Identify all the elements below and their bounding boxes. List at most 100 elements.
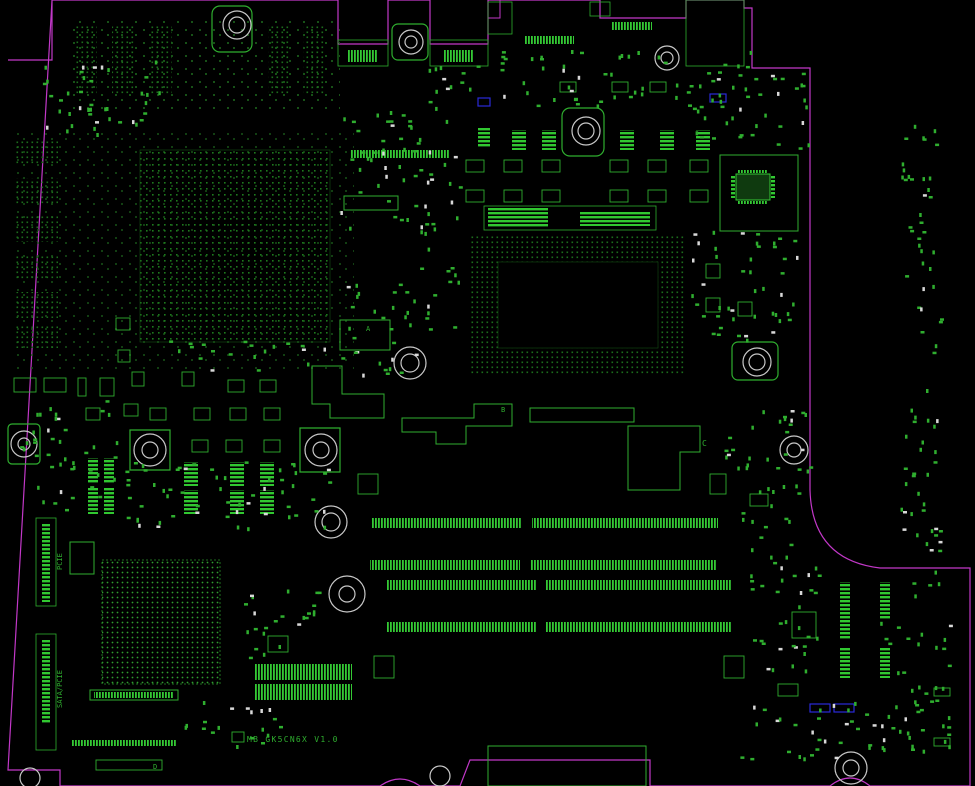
smd-part — [732, 85, 735, 90]
smd-part — [33, 438, 38, 441]
smd-part — [133, 462, 138, 465]
smd-part — [900, 507, 903, 512]
connector — [444, 50, 474, 62]
smd-part — [689, 85, 694, 88]
smd-part — [358, 167, 362, 172]
marker-b: B — [501, 406, 505, 414]
smd-part — [941, 686, 945, 691]
smd-part — [389, 120, 394, 123]
smd-part — [915, 704, 920, 707]
top-chip-column-group — [75, 26, 325, 96]
smd-part — [25, 441, 29, 446]
smd-part — [82, 65, 85, 70]
smd-part — [800, 448, 805, 452]
smd-part — [47, 428, 50, 433]
connector-outline — [337, 39, 389, 67]
smd-part — [922, 749, 926, 754]
smd-part — [750, 757, 755, 761]
smd-part — [127, 496, 132, 500]
smd-part — [357, 291, 361, 296]
smd-part — [891, 727, 896, 730]
smd-part — [448, 181, 452, 186]
smd-part — [751, 548, 754, 553]
smd-part — [195, 511, 200, 514]
smd-part — [756, 233, 761, 236]
smd-part — [712, 230, 716, 235]
smd-part — [817, 574, 822, 577]
smd-part — [744, 87, 748, 92]
smd-part — [580, 51, 584, 55]
smd-part — [261, 727, 264, 732]
smd-part — [414, 353, 419, 357]
smd-part — [65, 508, 69, 512]
smd-part — [809, 466, 814, 469]
smd-part — [530, 57, 534, 62]
smd-part — [773, 241, 776, 246]
smd-part — [746, 338, 749, 343]
smd-part — [382, 151, 385, 156]
smd-part — [108, 117, 111, 122]
smd-part — [358, 191, 363, 194]
smd-part — [750, 133, 755, 137]
connector-outline — [589, 1, 611, 17]
smd-part — [343, 117, 346, 122]
smd-part — [943, 739, 947, 744]
smd-part — [78, 106, 82, 111]
smd-part — [34, 454, 39, 458]
smd-part — [261, 742, 265, 745]
smd-part — [428, 150, 432, 155]
smd-part — [780, 578, 784, 583]
smd-part — [235, 510, 239, 515]
smd-part — [784, 620, 788, 625]
smd-part — [59, 490, 63, 495]
smd-part — [932, 250, 935, 255]
smd-part — [910, 229, 915, 233]
smd-part — [20, 446, 25, 449]
smd-part — [935, 645, 938, 650]
smd-part — [807, 143, 810, 148]
smd-part — [746, 463, 749, 468]
smd-part — [618, 55, 621, 60]
smd-part — [771, 668, 775, 673]
smd-part — [53, 502, 58, 505]
smd-part — [59, 462, 62, 467]
smd-part — [834, 756, 839, 760]
smd-part — [727, 306, 730, 311]
smd-part — [73, 465, 76, 470]
outline-region — [343, 195, 399, 211]
smd-part — [443, 162, 447, 167]
smd-part — [56, 417, 61, 421]
smd-part — [428, 100, 433, 104]
smd-part — [226, 501, 231, 504]
smd-part — [39, 412, 42, 417]
marker-c: C — [702, 439, 707, 448]
smd-part — [922, 287, 925, 292]
smd-part — [249, 344, 254, 347]
smd-part — [414, 204, 419, 208]
smd-part — [919, 708, 924, 712]
smd-part — [692, 258, 695, 263]
smd-part — [351, 120, 356, 124]
smd-part — [798, 605, 801, 610]
smd-part — [500, 68, 505, 72]
smd-part — [312, 604, 317, 607]
smd-part — [849, 720, 854, 723]
smd-part — [70, 124, 74, 129]
smd-part — [897, 671, 900, 676]
smd-part — [744, 334, 749, 338]
smd-part — [304, 616, 309, 620]
smd-part — [469, 87, 472, 92]
smd-part — [291, 463, 296, 466]
smd-part — [795, 484, 798, 489]
smd-part — [144, 101, 148, 106]
smd-part — [719, 99, 723, 104]
smd-part — [33, 441, 38, 444]
smd-part — [273, 620, 278, 623]
smd-part — [741, 512, 746, 515]
smd-part — [784, 517, 789, 521]
smd-part — [251, 494, 256, 497]
smd-part — [107, 68, 110, 73]
smd-part — [413, 299, 416, 304]
smd-part — [740, 756, 745, 759]
smd-part — [399, 371, 404, 374]
